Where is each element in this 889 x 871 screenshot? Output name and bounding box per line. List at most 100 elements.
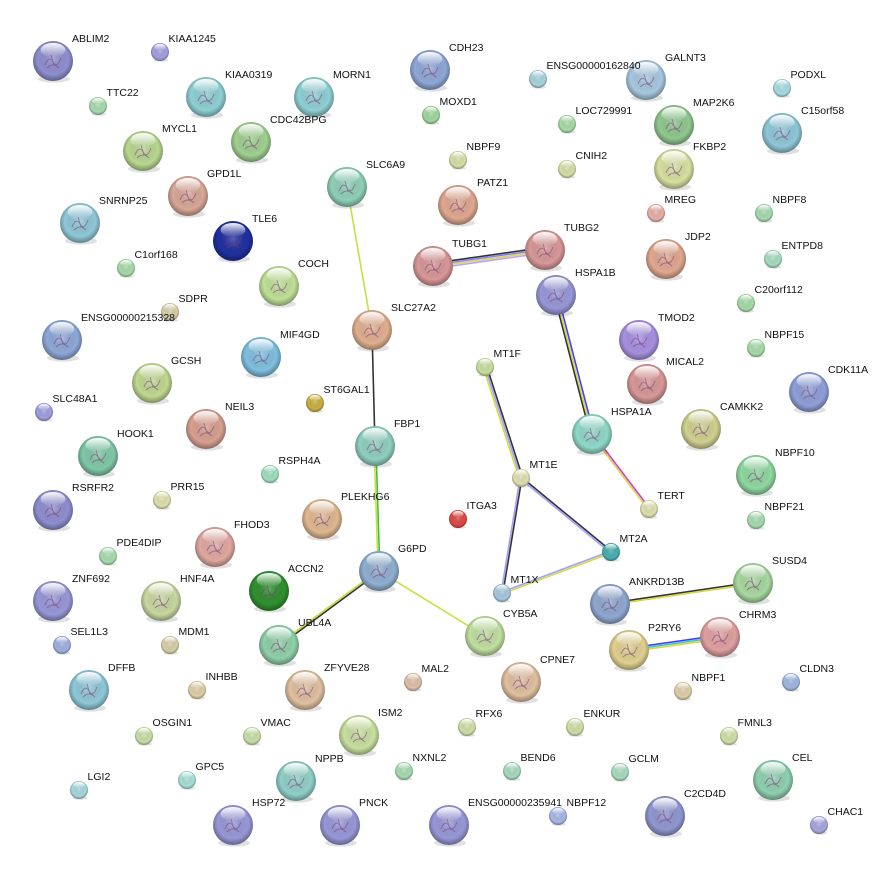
- node-susd4[interactable]: [733, 563, 773, 605]
- node-cldn3[interactable]: [782, 673, 800, 692]
- node-ubl4a[interactable]: [259, 625, 299, 667]
- node-slc48a1[interactable]: [35, 403, 53, 422]
- node-rsph4a[interactable]: [261, 465, 279, 484]
- node-sel1l3[interactable]: [53, 636, 71, 655]
- node-ensg00000215328[interactable]: [42, 320, 82, 362]
- node-tubg1[interactable]: [413, 246, 453, 288]
- node-moxd1[interactable]: [422, 106, 440, 125]
- node-slc6a9[interactable]: [327, 167, 367, 209]
- node-prr15[interactable]: [153, 491, 171, 510]
- node-itga3[interactable]: [449, 510, 467, 529]
- node-mif4gd[interactable]: [241, 337, 281, 379]
- node-nppb[interactable]: [276, 761, 316, 803]
- node-slc27a2[interactable]: [352, 310, 392, 352]
- node-gclm[interactable]: [611, 763, 629, 782]
- node-accn2[interactable]: [249, 571, 289, 613]
- node-mal2[interactable]: [404, 673, 422, 692]
- edge-g6pd-ubl4a[interactable]: [277, 569, 381, 647]
- node-tle6[interactable]: [213, 221, 253, 263]
- node-gpd1l[interactable]: [168, 176, 208, 218]
- node-mdm1[interactable]: [161, 636, 179, 655]
- node-map2k6[interactable]: [654, 105, 694, 147]
- node-c20orf112[interactable]: [737, 294, 755, 313]
- node-patz1[interactable]: [438, 185, 478, 227]
- node-ttc22[interactable]: [89, 97, 107, 116]
- node-morn1[interactable]: [294, 77, 334, 119]
- node-nbpf10[interactable]: [736, 455, 776, 497]
- node-rfx6[interactable]: [458, 718, 476, 737]
- node-chac1[interactable]: [810, 816, 828, 835]
- node-tmod2[interactable]: [619, 320, 659, 362]
- node-bend6[interactable]: [503, 762, 521, 781]
- node-dffb[interactable]: [69, 670, 109, 712]
- node-c1orf168[interactable]: [117, 259, 135, 278]
- node-nbpf1[interactable]: [674, 682, 692, 701]
- node-snrnp25[interactable]: [60, 203, 100, 245]
- edge-mt1e-mt1x[interactable]: [500, 477, 523, 594]
- node-lgi2[interactable]: [70, 781, 88, 800]
- node-coch[interactable]: [259, 266, 299, 308]
- edge-mt1x-mt2a[interactable]: [501, 550, 612, 595]
- node-c15orf58[interactable]: [762, 113, 802, 155]
- node-ablim2[interactable]: [33, 41, 73, 83]
- node-entpd8[interactable]: [764, 250, 782, 269]
- node-nxnl2[interactable]: [395, 762, 413, 781]
- edge-g6pd-cyb5a[interactable]: [378, 570, 486, 637]
- node-fhod3[interactable]: [195, 527, 235, 569]
- edge-mt1f-mt1e[interactable]: [482, 366, 524, 479]
- edge-hspa1b-hspa1a[interactable]: [553, 294, 595, 435]
- node-fkbp2[interactable]: [654, 149, 694, 191]
- node-pnck[interactable]: [320, 805, 360, 847]
- node-hspa1a[interactable]: [572, 414, 612, 456]
- node-znf692[interactable]: [33, 581, 73, 623]
- node-g6pd[interactable]: [359, 551, 399, 593]
- edge-mt1e-mt2a[interactable]: [519, 476, 613, 554]
- node-neil3[interactable]: [186, 409, 226, 451]
- node-cnih2[interactable]: [558, 160, 576, 179]
- node-c2cd4d[interactable]: [645, 796, 685, 838]
- node-cdk11a[interactable]: [789, 372, 829, 414]
- node-gcsh[interactable]: [132, 363, 172, 405]
- node-nbpf8[interactable]: [755, 204, 773, 223]
- node-enkur[interactable]: [566, 718, 584, 737]
- node-mt1e[interactable]: [512, 469, 530, 488]
- node-nbpf12[interactable]: [549, 807, 567, 826]
- node-hspa1b[interactable]: [536, 275, 576, 317]
- node-cyb5a[interactable]: [465, 616, 505, 658]
- node-gpc5[interactable]: [178, 771, 196, 790]
- node-mt1x[interactable]: [493, 584, 511, 603]
- node-podxl[interactable]: [773, 79, 791, 98]
- node-galnt3[interactable]: [626, 60, 666, 102]
- node-kiaa1245[interactable]: [151, 43, 169, 62]
- node-pde4dip[interactable]: [99, 547, 117, 566]
- node-mreg[interactable]: [647, 204, 665, 223]
- node-osgin1[interactable]: [135, 727, 153, 746]
- node-plekhg6[interactable]: [302, 499, 342, 541]
- node-cdc42bpg[interactable]: [231, 122, 271, 164]
- node-tubg2[interactable]: [525, 230, 565, 272]
- edge-fbp1-g6pd[interactable]: [373, 445, 381, 572]
- node-rsrfr2[interactable]: [33, 490, 73, 532]
- node-cpne7[interactable]: [501, 662, 541, 704]
- node-nbpf15[interactable]: [747, 339, 765, 358]
- node-hnf4a[interactable]: [141, 581, 181, 623]
- edge-ankrd13b-susd4[interactable]: [609, 581, 754, 606]
- node-ensg00000162840[interactable]: [529, 70, 547, 89]
- node-zfyve28[interactable]: [285, 670, 325, 712]
- node-nbpf9[interactable]: [449, 151, 467, 170]
- node-vmac[interactable]: [243, 727, 261, 746]
- node-nbpf21[interactable]: [747, 511, 765, 530]
- node-p2ry6[interactable]: [609, 630, 649, 672]
- node-ism2[interactable]: [339, 715, 379, 757]
- node-mycl1[interactable]: [123, 131, 163, 173]
- node-camkk2[interactable]: [681, 409, 721, 451]
- node-cel[interactable]: [753, 760, 793, 802]
- node-jdp2[interactable]: [646, 239, 686, 281]
- node-chrm3[interactable]: [700, 617, 740, 659]
- node-ensg00000235941[interactable]: [429, 805, 469, 847]
- node-fbp1[interactable]: [355, 426, 395, 468]
- node-loc729991[interactable]: [558, 115, 576, 134]
- node-mical2[interactable]: [627, 364, 667, 406]
- node-ankrd13b[interactable]: [590, 584, 630, 626]
- node-hsp72[interactable]: [213, 805, 253, 847]
